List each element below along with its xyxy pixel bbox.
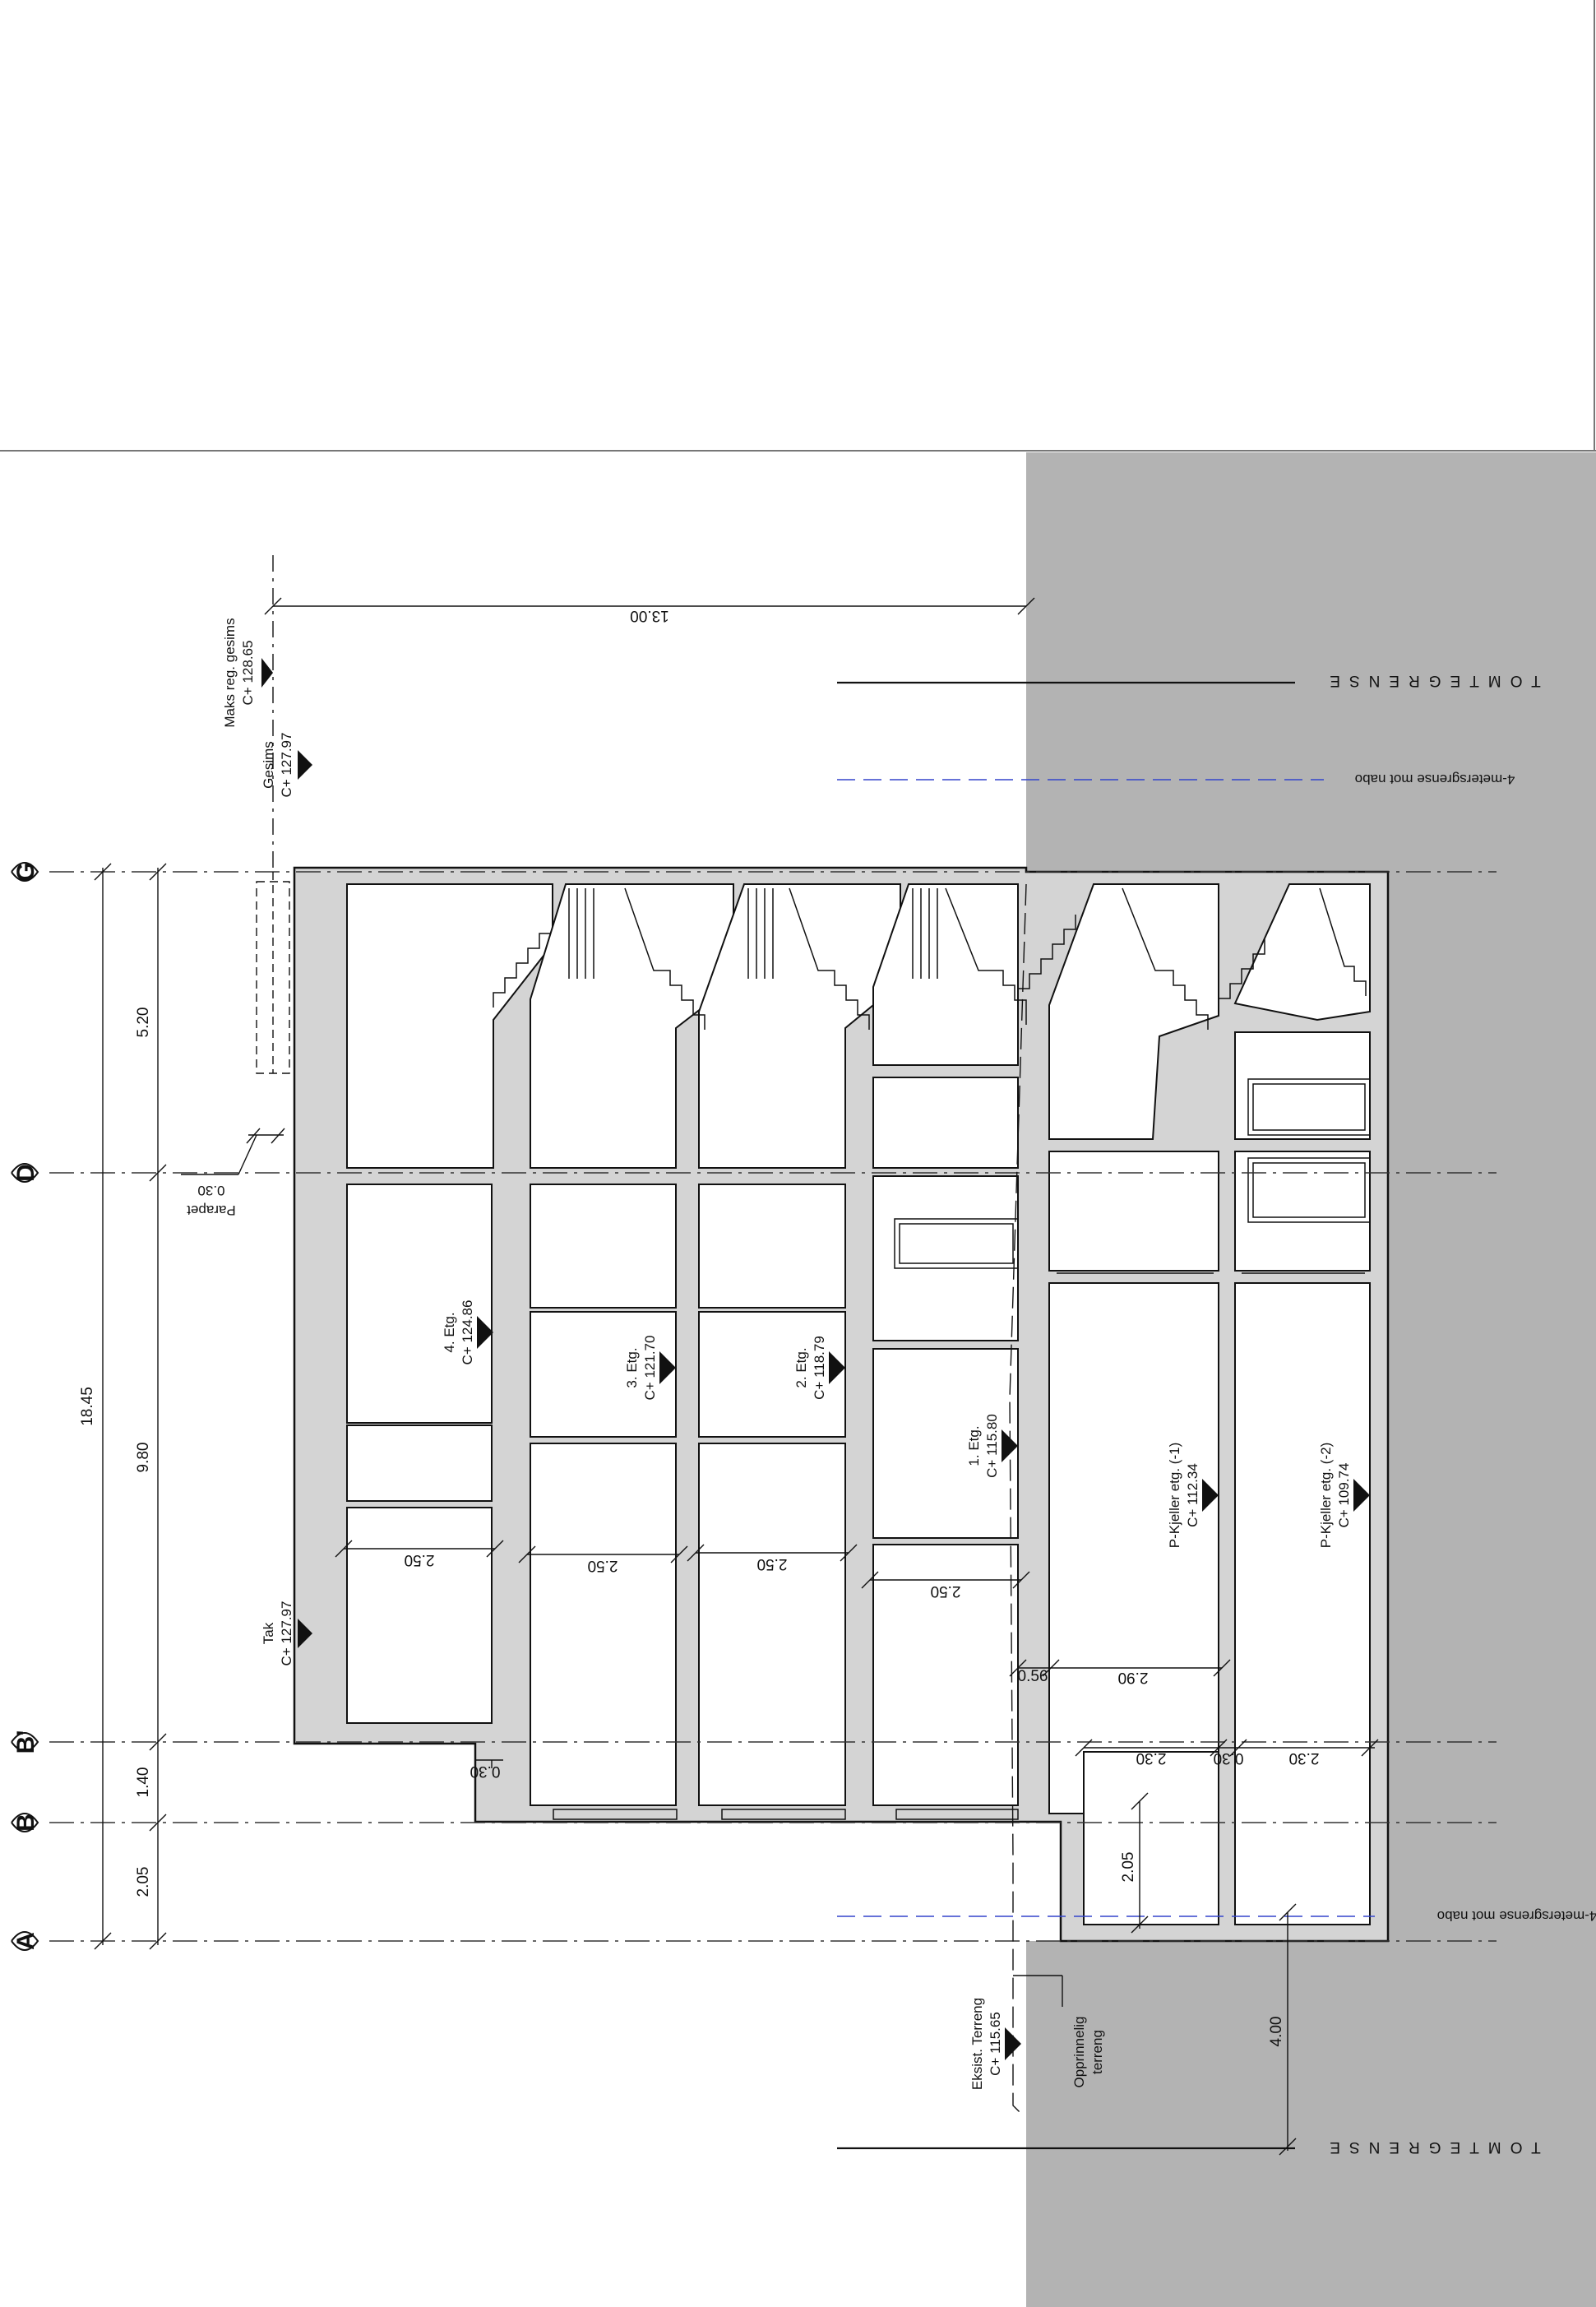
dim-3-etg: 2.50 [588,1557,618,1574]
parapet-dim-label: 0.30 [197,1183,224,1198]
terrain-leader [1013,1975,1063,2007]
svg-text:C+ 124.86: C+ 124.86 [460,1300,475,1365]
terrain-lines [1009,883,1027,2115]
svg-text:1. Etg.: 1. Etg. [966,1425,982,1466]
grid-lines [49,871,1497,1942]
grid-axis-markers: G D B' B A [11,862,39,1951]
svg-text:Tak: Tak [261,1622,276,1644]
svg-text:Eksist. Terreng: Eksist. Terreng [969,1998,985,2090]
dim-kjeller-1-low: 2.30 [1136,1749,1167,1767]
axis-b-prime: B' [11,1730,39,1754]
parapet-dim [181,1128,285,1175]
svg-text:C+ 127.97: C+ 127.97 [279,1601,294,1666]
svg-text:B: B [12,1814,39,1832]
level-markers [261,658,1370,2060]
dim-b-b: 1.40 [135,1767,152,1798]
neighbour-limit-top: 4-metersgrense mot nabo [1355,771,1515,787]
svg-text:C+ 115.80: C+ 115.80 [984,1414,1000,1478]
opprinnelig-terreng-1: Opprinnelig [1071,2017,1087,2088]
dim-slab-3: 0.30 [470,1763,501,1780]
tomtegrense-bottom: TOMTEGRENSE [1321,2138,1540,2156]
svg-text:Maks reg. gesims: Maks reg. gesims [222,618,238,727]
neighbour-limit-lines [837,779,1375,1917]
neighbour-limit-bottom: 4-metersgrense mot nabo [1437,1908,1596,1924]
svg-text:3. Etg.: 3. Etg. [624,1347,640,1387]
dim-g-d: 5.20 [135,1008,152,1038]
svg-text:C+ 127.97: C+ 127.97 [279,733,294,798]
dim-top-width: 13.00 [630,607,669,624]
dim-2-etg: 2.50 [757,1555,788,1573]
svg-text:C+ 109.74: C+ 109.74 [1336,1463,1352,1528]
dim-b-a: 2.05 [135,1867,152,1897]
svg-text:P-Kjeller etg. (-1): P-Kjeller etg. (-1) [1167,1443,1182,1548]
shafts [553,1078,1371,1820]
dim-4-etg: 2.50 [405,1551,435,1568]
svg-text:Gesims: Gesims [261,741,276,789]
svg-text:A: A [12,1932,39,1950]
dim-kjeller-2: 2.30 [1289,1749,1320,1767]
axis-b: B [11,1813,39,1832]
svg-text:G: G [12,862,39,881]
storey-dimensions [335,1540,1379,2156]
svg-text:4. Etg.: 4. Etg. [442,1312,457,1352]
vertical-dimensions [94,863,167,1950]
dim-slab-1: 0.56 [1018,1668,1048,1685]
svg-text:B': B' [12,1730,39,1754]
axis-g: G [11,862,39,882]
dim-1-etg: 2.50 [931,1582,961,1600]
parapet-label: Parapet [187,1202,236,1218]
dim-foundation: 2.05 [1120,1852,1137,1883]
stairs [493,887,1367,1274]
rooms [346,883,1371,1925]
opprinnelig-terreng-2: terreng [1089,2030,1105,2074]
property-lines [837,681,1295,2150]
svg-text:C+ 112.34: C+ 112.34 [1185,1463,1200,1527]
axis-d: D [11,1163,39,1183]
dim-terrain-offset: 4.00 [1268,2017,1285,2047]
svg-text:C+ 118.79: C+ 118.79 [812,1336,827,1400]
svg-text:C+ 115.65: C+ 115.65 [988,2012,1003,2076]
tomtegrense-top: TOMTEGRENSE [1321,672,1540,689]
svg-text:C+ 128.65: C+ 128.65 [240,641,256,706]
parapet-outline [256,872,290,1074]
axis-a: A [11,1931,39,1951]
top-width-dimension [264,555,1035,872]
svg-text:P-Kjeller etg. (-2): P-Kjeller etg. (-2) [1318,1443,1334,1548]
svg-text:D: D [12,1164,39,1182]
dim-d-b: 9.80 [135,1443,152,1473]
svg-text:C+ 121.70: C+ 121.70 [642,1336,658,1401]
dim-kjeller-1: 2.90 [1118,1669,1149,1686]
dim-total: 18.45 [79,1387,96,1426]
dim-slab-2: 0.30 [1214,1749,1244,1767]
level-texts: Maks reg. gesims C+ 128.65 Gesims C+ 127… [222,618,1352,2090]
ground-mass [1026,452,1596,2307]
svg-text:2. Etg.: 2. Etg. [793,1347,809,1387]
